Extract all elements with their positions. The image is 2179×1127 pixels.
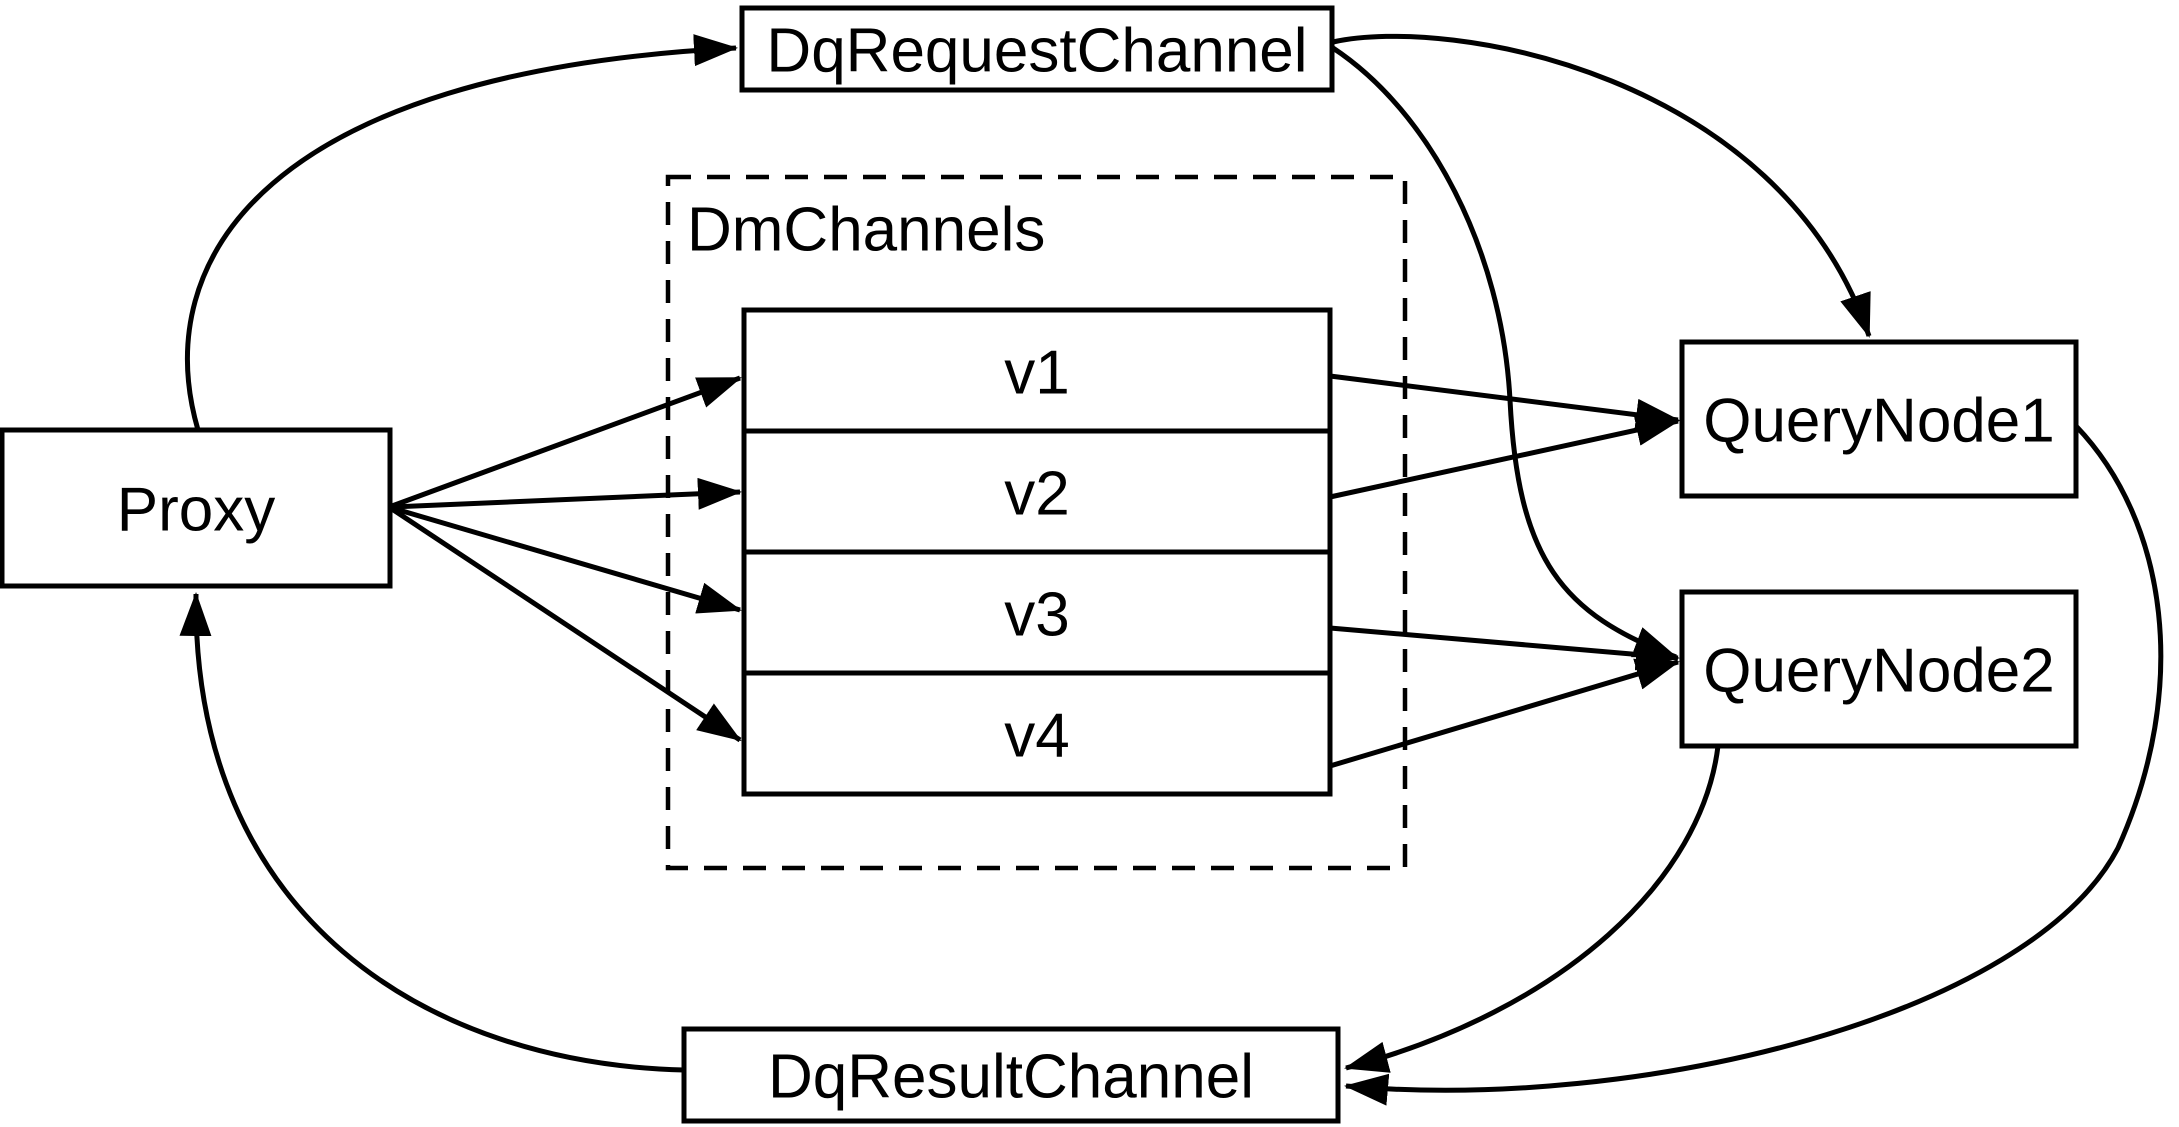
edge-querynode2-to-dqresultchannel	[1344, 745, 1721, 1073]
edge-proxy-to-v3	[391, 505, 742, 614]
dmchannels-group-label: DmChannels	[687, 196, 1045, 265]
edge-v1-to-querynode1	[1329, 373, 1680, 431]
node-dqrequestchannel	[739, 5, 1335, 93]
node-querynode1	[1679, 339, 2079, 499]
node-querynode2-label: QueryNode2	[1703, 637, 2055, 706]
edge-v4-to-querynode2	[1329, 658, 1680, 769]
edge-proxy-to-dqrequestchannel	[184, 34, 738, 431]
node-dqresultchannel-label: DqResultChannel	[768, 1043, 1254, 1112]
node-proxy-label: Proxy	[117, 476, 275, 545]
node-querynode2	[1679, 589, 2079, 749]
dmchannels-group-box	[665, 174, 1408, 871]
edge-dqrequestchannel-to-querynode2	[1331, 45, 1678, 660]
channel-v2-label: v2	[1004, 460, 1069, 529]
node-querynode1-label: QueryNode1	[1703, 387, 2055, 456]
edge-proxy-to-v2	[391, 477, 742, 510]
node-dqresultchannel	[681, 1026, 1341, 1124]
edge-v2-to-querynode1	[1329, 414, 1680, 500]
channel-v3-label: v3	[1004, 581, 1069, 650]
edge-v3-to-querynode2	[1329, 625, 1680, 671]
channel-v4-label: v4	[1004, 702, 1069, 771]
edge-proxy-to-v1	[391, 375, 742, 509]
edge-dqresultchannel-to-proxy	[179, 592, 685, 1073]
channel-v1-label: v1	[1004, 339, 1069, 408]
node-proxy	[0, 427, 393, 589]
edge-proxy-to-v4	[390, 506, 742, 743]
edge-dqrequestchannel-to-querynode1	[1332, 33, 1872, 338]
edge-querynode1-to-dqresultchannel	[1344, 424, 2164, 1106]
node-dqrequestchannel-label: DqRequestChannel	[766, 17, 1307, 86]
